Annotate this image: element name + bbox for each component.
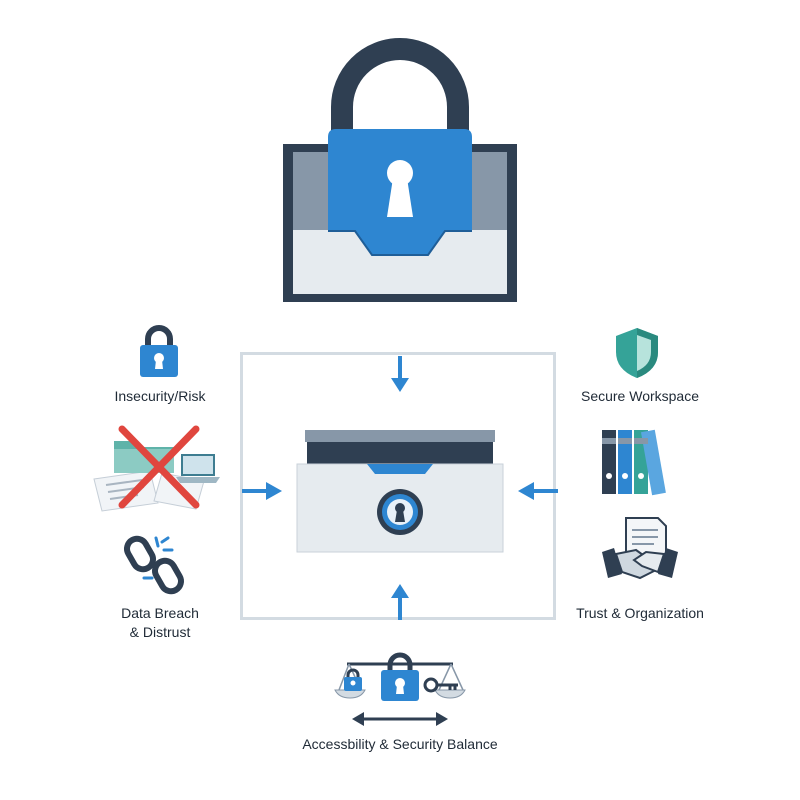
double-arrow-icon [352, 712, 448, 726]
crossed-documents-icon [93, 425, 220, 512]
trust-organization-label: Trust & Organization [576, 605, 704, 621]
handshake-icon [602, 517, 678, 580]
padlock-icon [140, 325, 178, 377]
lockbox-icon [283, 38, 517, 302]
secure-workspace-label: Secure Workspace [580, 388, 699, 404]
key-icon [423, 677, 458, 693]
data-breach-label: Data Breach & Distrust [90, 604, 230, 642]
small-padlock-icon [344, 668, 362, 691]
arrow-left-icon [518, 482, 558, 500]
data-breach-line2: & Distrust [129, 624, 191, 640]
drawer-icon [296, 430, 504, 553]
arrow-right-icon [242, 482, 282, 500]
data-breach-line1: Data Breach [121, 605, 199, 621]
arrow-up-icon [391, 584, 409, 620]
insecurity-label: Insecurity/Risk [114, 388, 206, 404]
arrow-down-icon [391, 356, 409, 392]
binders-icon [602, 429, 666, 496]
shield-icon [616, 328, 658, 378]
balance-label: Accessbility & Security Balance [302, 736, 498, 752]
broken-chain-icon [124, 535, 184, 595]
center-padlock-icon [381, 652, 419, 701]
